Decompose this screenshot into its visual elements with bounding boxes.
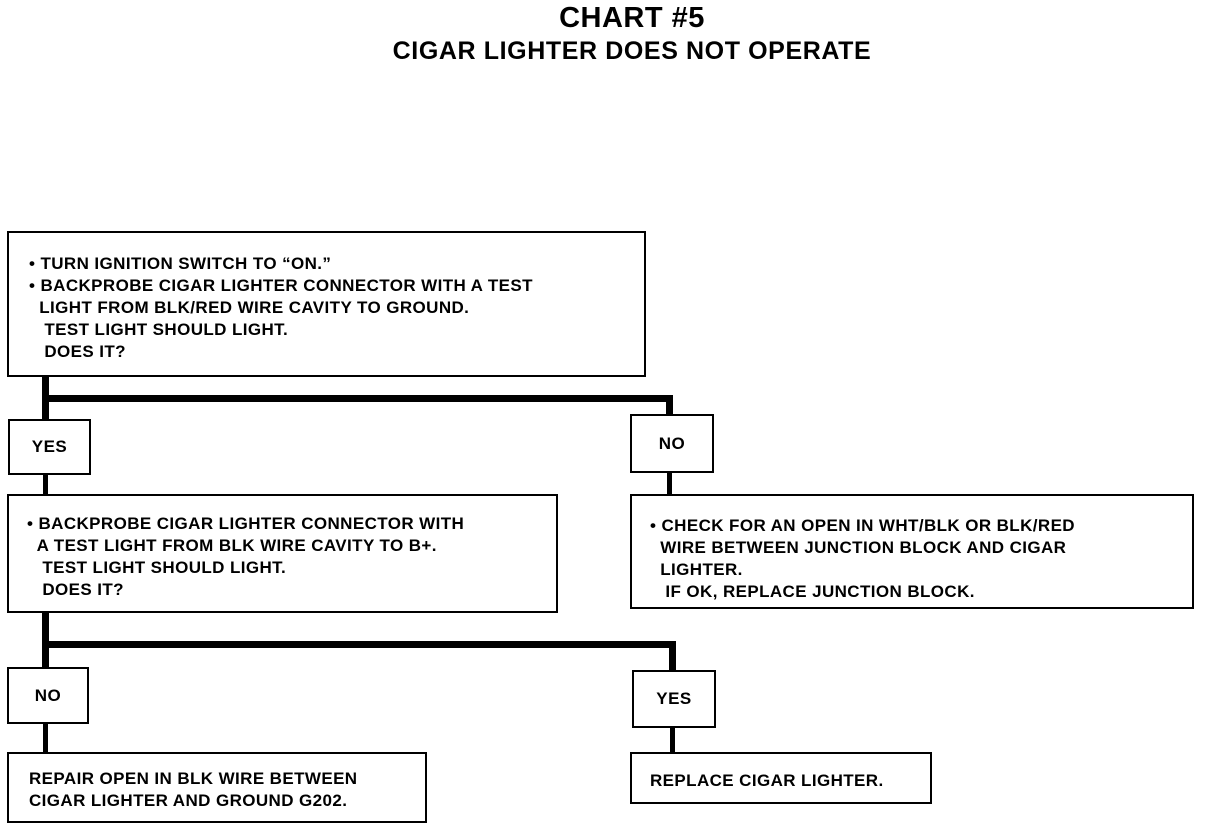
replace-box: REPLACE CIGAR LIGHTER. <box>630 752 932 804</box>
step1-line: • TURN IGNITION SWITCH TO “ON.” <box>29 254 332 273</box>
check-open-line: IF OK, REPLACE JUNCTION BLOCK. <box>650 582 975 601</box>
check-open-box: • CHECK FOR AN OPEN IN WHT/BLK OR BLK/RE… <box>630 494 1194 609</box>
check-open-line: WIRE BETWEEN JUNCTION BLOCK AND CIGAR <box>650 538 1067 557</box>
step2-line: A TEST LIGHT FROM BLK WIRE CAVITY TO B+. <box>27 536 437 555</box>
check-open-line: • CHECK FOR AN OPEN IN WHT/BLK OR BLK/RE… <box>650 516 1075 535</box>
connector-step1-horizontal <box>42 395 673 402</box>
connector-step2-down <box>42 612 49 668</box>
step2-no-label: NO <box>7 667 89 724</box>
step1-line: • BACKPROBE CIGAR LIGHTER CONNECTOR WITH… <box>29 276 533 295</box>
step1-line: TEST LIGHT SHOULD LIGHT. <box>29 320 289 339</box>
step2-box: • BACKPROBE CIGAR LIGHTER CONNECTOR WITH… <box>7 494 558 613</box>
connector-yes-to-replace <box>670 726 675 753</box>
repair-line: CIGAR LIGHTER AND GROUND G202. <box>29 791 348 810</box>
connector-step2-yes-down <box>669 641 676 671</box>
step2-line: DOES IT? <box>27 580 124 599</box>
step2-line: TEST LIGHT SHOULD LIGHT. <box>27 558 287 577</box>
chart-title: CHART #5 <box>559 2 705 34</box>
step1-line: LIGHT FROM BLK/RED WIRE CAVITY TO GROUND… <box>29 298 470 317</box>
step2-yes-label: YES <box>632 670 716 728</box>
repair-box: REPAIR OPEN IN BLK WIRE BETWEEN CIGAR LI… <box>7 752 427 823</box>
step1-line: DOES IT? <box>29 342 126 361</box>
connector-step2-horizontal <box>42 641 676 648</box>
connector-no-to-check <box>667 472 672 496</box>
connector-yes-to-step2 <box>43 473 48 496</box>
step1-box: • TURN IGNITION SWITCH TO “ON.” • BACKPR… <box>7 231 646 377</box>
step1-yes-label: YES <box>8 419 91 475</box>
check-open-line: LIGHTER. <box>650 560 743 579</box>
connector-no-to-repair <box>43 723 48 753</box>
connector-step1-no-down <box>666 395 673 415</box>
replace-line: REPLACE CIGAR LIGHTER. <box>650 771 884 790</box>
chart-subtitle: CIGAR LIGHTER DOES NOT OPERATE <box>392 37 872 65</box>
step2-line: • BACKPROBE CIGAR LIGHTER CONNECTOR WITH <box>27 514 465 533</box>
repair-line: REPAIR OPEN IN BLK WIRE BETWEEN <box>29 769 358 788</box>
step1-no-label: NO <box>630 414 714 473</box>
